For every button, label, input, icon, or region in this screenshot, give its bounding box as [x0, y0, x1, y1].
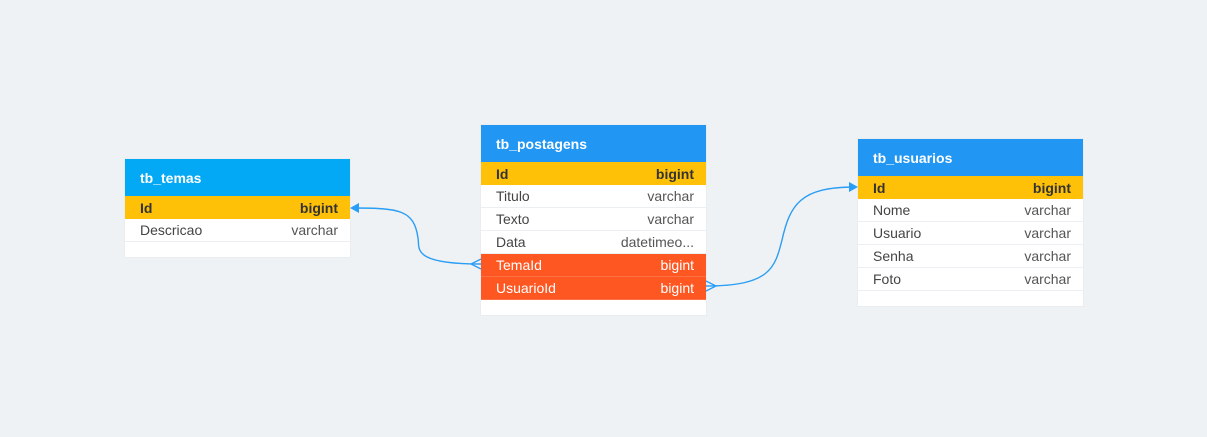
crowfoot-usuarioid [705, 280, 718, 292]
table-row[interactable]: Senha varchar [858, 245, 1083, 268]
field-type: varchar [1024, 271, 1071, 287]
table-header[interactable]: tb_temas [125, 159, 350, 196]
table-footer [481, 300, 706, 315]
table-row[interactable]: Descricao varchar [125, 219, 350, 242]
table-row[interactable]: Nome varchar [858, 199, 1083, 222]
table-header[interactable]: tb_postagens [481, 125, 706, 162]
field-type: varchar [1024, 248, 1071, 264]
crowfoot-temaid [469, 258, 482, 270]
field-type: varchar [1024, 202, 1071, 218]
table-title: tb_temas [140, 169, 202, 186]
table-row[interactable]: Usuario varchar [858, 222, 1083, 245]
table-row-foreign-key[interactable]: UsuarioId bigint [481, 277, 706, 300]
field-name: Id [496, 165, 509, 182]
table-tb-postagens[interactable]: tb_postagens Id bigint Titulo varchar Te… [481, 125, 706, 315]
table-title: tb_usuarios [873, 149, 953, 166]
table-row[interactable]: Texto varchar [481, 208, 706, 231]
arrow-head-temas [350, 203, 359, 213]
field-name: Id [140, 199, 153, 216]
arrow-head-usuarios [849, 182, 858, 192]
link-temaid-to-temas[interactable] [351, 207, 482, 265]
field-type: datetimeo... [620, 234, 694, 250]
field-type: bigint [660, 257, 694, 273]
table-row[interactable]: Foto varchar [858, 268, 1083, 291]
table-tb-usuarios[interactable]: tb_usuarios Id bigint Nome varchar Usuar… [858, 139, 1083, 306]
table-footer [858, 291, 1083, 306]
table-header[interactable]: tb_usuarios [858, 139, 1083, 176]
table-footer [125, 242, 350, 257]
table-row-primary-key[interactable]: Id bigint [481, 162, 706, 185]
field-type: varchar [647, 211, 694, 227]
table-row-primary-key[interactable]: Id bigint [125, 196, 350, 219]
table-row[interactable]: Titulo varchar [481, 185, 706, 208]
field-name: Usuario [873, 225, 922, 241]
table-row-foreign-key[interactable]: TemaId bigint [481, 254, 706, 277]
field-name: Data [496, 234, 526, 250]
field-name: Id [873, 179, 886, 196]
link-usuarioid-to-usuarios[interactable] [705, 186, 856, 287]
table-row-primary-key[interactable]: Id bigint [858, 176, 1083, 199]
field-name: Descricao [140, 222, 203, 238]
field-name: Nome [873, 202, 911, 218]
table-tb-temas[interactable]: tb_temas Id bigint Descricao varchar [125, 159, 350, 257]
field-name: Texto [496, 211, 530, 227]
field-type: bigint [1032, 179, 1071, 196]
field-name: Senha [873, 248, 914, 264]
field-type: varchar [1024, 225, 1071, 241]
field-name: TemaId [496, 257, 542, 273]
field-name: UsuarioId [496, 280, 556, 296]
field-name: Foto [873, 271, 902, 287]
field-type: varchar [291, 222, 338, 238]
table-row[interactable]: Data datetimeo... [481, 231, 706, 254]
field-name: Titulo [496, 188, 530, 204]
field-type: bigint [299, 199, 338, 216]
field-type: varchar [647, 188, 694, 204]
table-title: tb_postagens [496, 135, 588, 152]
field-type: bigint [660, 280, 694, 296]
field-type: bigint [655, 165, 694, 182]
